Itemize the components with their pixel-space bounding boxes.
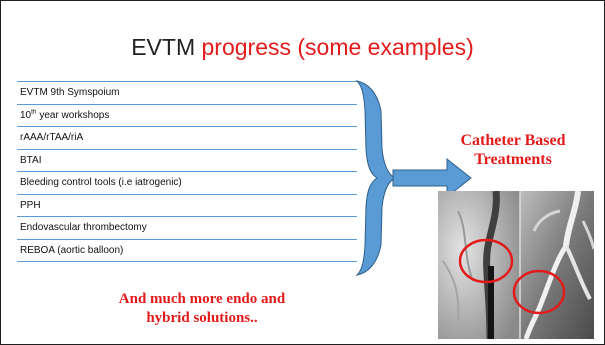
highlight-circle (512, 269, 566, 315)
bracket-brace (355, 80, 397, 276)
xray-left-panel (438, 191, 520, 339)
title-accent: progress (some examples) (201, 34, 474, 60)
catheter-treatments-label: Catheter Based Treatments (433, 131, 593, 169)
list-item-label-rest: year workshops (36, 109, 110, 121)
catheter-line-2: Treatments (474, 151, 552, 168)
list-item: EVTM 9th Symspoium (17, 82, 357, 105)
list-item: Endovascular thrombectomy (17, 217, 357, 240)
list-item-label: BTAI (20, 154, 42, 166)
list-item-label: Endovascular thrombectomy (20, 222, 147, 233)
list-item: Bleeding control tools (i.e iatrogenic) (17, 172, 357, 195)
highlight-circle (458, 238, 514, 284)
footer-line-2: hybrid solutions.. (146, 310, 258, 326)
catheter-line-1: Catheter Based (460, 132, 566, 149)
list-item-label: PPH (20, 199, 41, 211)
list-item-superscript: th (31, 108, 37, 116)
list-item: REBOA (aortic balloon) (17, 240, 357, 262)
list-item: PPH (17, 195, 357, 217)
footer-line-1: And much more endo and (118, 291, 286, 307)
list-item-label: Bleeding control tools (i.e iatrogenic) (20, 177, 182, 188)
right-arrow-shape (392, 157, 472, 199)
list-item: 10th year workshops (17, 105, 357, 127)
footer-note: And much more endo and hybrid solutions.… (67, 290, 337, 328)
list-item-label: 10 (20, 109, 32, 121)
angiography-image (438, 191, 594, 339)
list-item: rAAA/rTAA/riA (17, 127, 357, 150)
list-item: BTAI (17, 150, 357, 172)
title-main: EVTM (131, 34, 196, 60)
examples-list: EVTM 9th Symspoium 10th year workshops r… (17, 81, 357, 262)
list-item-label: EVTM 9th Symspoium (20, 87, 120, 98)
list-item-label: rAAA/rTAA/riA (20, 132, 84, 143)
slide-title: EVTM progress (some examples) (1, 33, 604, 61)
bracket-arrow-shape (355, 80, 472, 276)
list-item-label: REBOA (aortic balloon) (20, 244, 124, 256)
